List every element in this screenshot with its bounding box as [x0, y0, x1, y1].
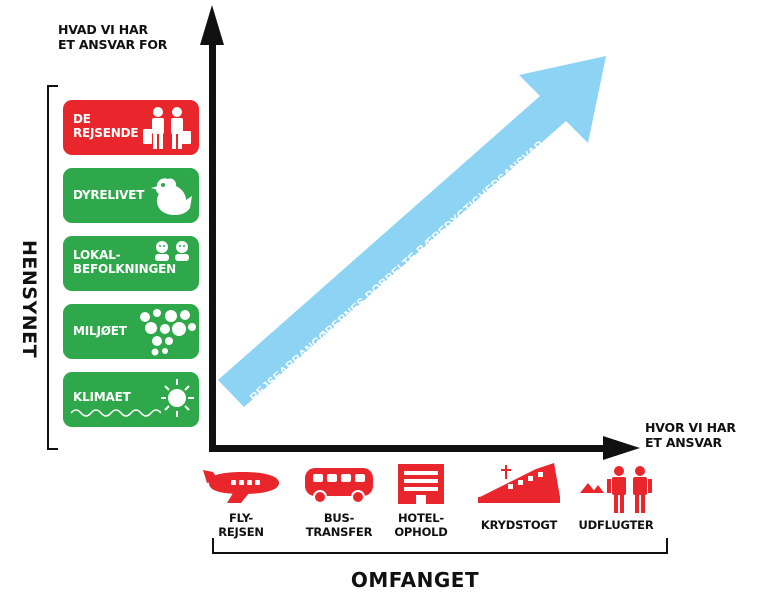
card-lokalbefolkningen: LOKAL- BEFOLKNINGEN: [63, 236, 199, 291]
card-label-line1: DE: [73, 112, 91, 126]
y-axis-title-line1: HVAD VI HAR: [58, 22, 148, 37]
scope-bracket: [212, 538, 668, 554]
card-label-line2: BEFOLKNINGEN: [73, 262, 176, 276]
card-dyrelivet: DYRELIVET: [63, 168, 199, 223]
y-axis-title: HVAD VI HAR ET ANSVAR FOR: [58, 22, 167, 52]
scope-label-krydstogt: KRYDSTOGT: [474, 518, 564, 532]
side-label-hensynet: HENSYNET: [18, 240, 40, 359]
locals-icon: [155, 241, 189, 261]
sun-icon: [161, 379, 194, 417]
card-label-line1: MILJØET: [73, 324, 127, 338]
card-miljoet: MILJØET: [63, 304, 199, 359]
x-axis-title-line2: ET ANSVAR: [645, 435, 722, 450]
scope-label-line1: HOTEL-: [397, 511, 444, 525]
card-label: LOKAL- BEFOLKNINGEN: [73, 248, 176, 276]
card-klimaet: KLIMAET: [63, 372, 199, 427]
x-axis: [209, 436, 640, 460]
wave-icon: [70, 409, 161, 417]
bottom-label-omfanget: OMFANGET: [350, 568, 480, 592]
scope-label-line1: KRYDSTOGT: [480, 518, 558, 532]
airplane-icon: [203, 470, 279, 503]
card-label-line1: DYRELIVET: [73, 188, 145, 202]
x-axis-title: HVOR VI HAR ET ANSVAR: [645, 420, 736, 450]
responsibility-arrow: REJSEARRANGØRERNES DOBBELTE BÆREDYGTIGHE…: [218, 56, 606, 407]
cruise-ship-icon: [478, 463, 560, 503]
scope-label-line2: TRANSFER: [305, 525, 373, 539]
card-label: KLIMAET: [73, 390, 131, 404]
scope-label-line1: FLY-: [228, 511, 253, 525]
scope-label-udflugter: UDFLUGTER: [571, 518, 661, 532]
card-de-rejsende: DE REJSENDE: [63, 100, 199, 155]
hotel-icon: [398, 464, 444, 504]
x-axis-title-line1: HVOR VI HAR: [645, 420, 736, 435]
excursion-icon: [580, 466, 652, 513]
card-label-line1: LOKAL-: [73, 248, 121, 262]
card-label: DE REJSENDE: [73, 112, 139, 140]
bird-icon: [151, 178, 192, 216]
scope-label-line2: REJSEN: [218, 525, 264, 539]
travelers-icon: [143, 107, 191, 149]
scope-label-hotelophold: HOTEL- OPHOLD: [376, 511, 466, 539]
card-label: DYRELIVET: [73, 188, 144, 202]
arrow-text: REJSEARRANGØRERNES DOBBELTE BÆREDYGTIGHE…: [248, 139, 547, 405]
considerations-bracket: [47, 85, 58, 450]
scope-label-bustransfer: BUS- TRANSFER: [294, 511, 384, 539]
card-label: MILJØET: [73, 324, 127, 338]
bubbles-icon: [140, 309, 196, 356]
card-label-line1: KLIMAET: [73, 390, 131, 404]
y-axis: [200, 5, 224, 452]
bus-icon: [305, 468, 373, 504]
scope-label-line1: UDFLUGTER: [578, 518, 654, 532]
scope-label-line2: OPHOLD: [394, 525, 448, 539]
scope-label-flyrejsen: FLY- REJSEN: [196, 511, 286, 539]
scope-label-line1: BUS-: [323, 511, 355, 525]
card-label-line2: REJSENDE: [73, 126, 139, 140]
y-axis-title-line2: ET ANSVAR FOR: [58, 37, 168, 52]
